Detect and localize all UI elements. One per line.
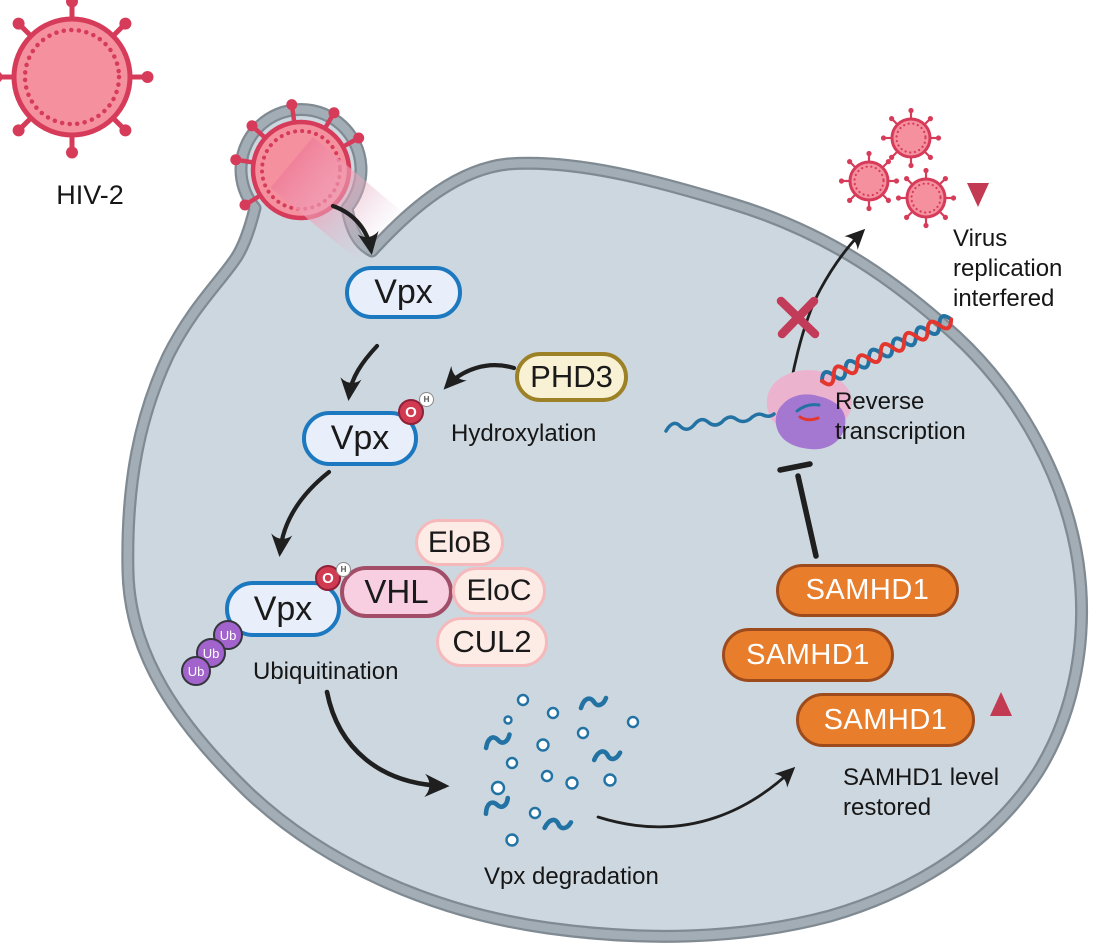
samhd1-caption: SAMHD1 level restored — [843, 764, 1000, 821]
hiv2-virion-icon — [0, 0, 154, 159]
vpx-pill-3: Vpx — [225, 581, 341, 637]
virus-replication-label: Virus replication interfered — [953, 225, 1063, 312]
arrow-to-degradation — [324, 689, 450, 797]
vhl-pill: VHL — [340, 566, 453, 618]
eloc-pill: EloC — [452, 567, 546, 615]
arrow-vpx-to-hydroxylated — [340, 343, 380, 402]
cul2-pill: CUL2 — [436, 617, 548, 667]
samhd1-pill-1: SAMHD1 — [776, 564, 959, 617]
arrow-degradation-to-samhd1 — [596, 766, 796, 829]
degradation-particles-icon — [484, 693, 640, 847]
hydroxyl-o-icon: O — [398, 399, 424, 425]
phd3-pill: PHD3 — [515, 352, 628, 402]
elob-pill: EloB — [415, 519, 504, 566]
arrow-to-ubiquitination — [271, 469, 332, 558]
x-mark-icon — [776, 296, 820, 339]
samhd1-pill-3: SAMHD1 — [796, 693, 975, 747]
hiv2-label: HIV-2 — [56, 180, 124, 210]
ubiquitination-label: Ubiquitination — [253, 658, 399, 685]
samhd1-pill-2: SAMHD1 — [722, 628, 894, 682]
decrease-arrow-icon — [967, 136, 989, 207]
arrow-phd3-to-oh — [443, 363, 517, 390]
vpx-degradation-label: Vpx degradation — [484, 863, 659, 890]
rna-strand-icon — [664, 412, 776, 433]
vpx-pill-2: Vpx — [302, 411, 418, 466]
hydroxylation-label: Hydroxylation — [451, 420, 597, 447]
dna-helix-icon — [820, 314, 954, 387]
hydroxyl-h-icon-2: H — [336, 562, 351, 577]
increase-arrow-icon — [990, 692, 1012, 754]
released-virions-icon — [837, 106, 958, 230]
ubiquitin-icon-2: Ub — [196, 638, 226, 668]
vpx-pill-1: Vpx — [345, 266, 462, 319]
hydroxyl-h-icon: H — [419, 392, 434, 407]
arrow-entry-to-vpx — [330, 203, 379, 255]
reverse-transcription-label: Reverse transcription — [835, 388, 966, 445]
inhibition-bar-icon — [777, 461, 819, 559]
ubiquitin-icon-3: Ub — [181, 656, 211, 686]
